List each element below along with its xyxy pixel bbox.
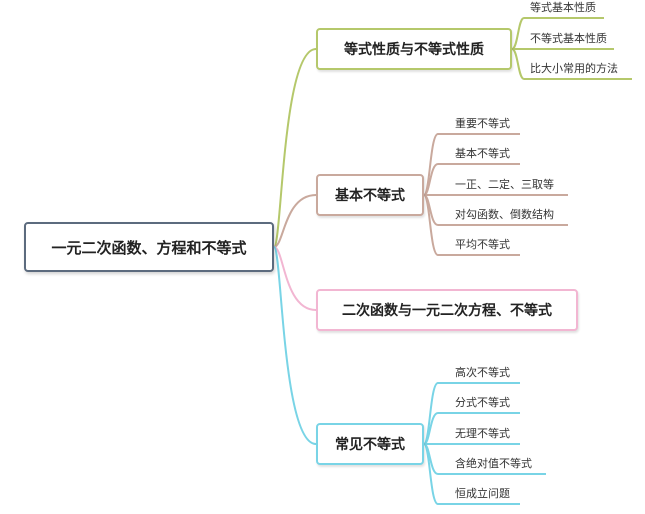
- leaf-node[interactable]: 重要不等式: [455, 117, 510, 130]
- leaf-node[interactable]: 一正、二定、三取等: [455, 178, 554, 191]
- connector-branch-1: [273, 48, 317, 248]
- leaf-node[interactable]: 恒成立问题: [455, 487, 510, 500]
- branch-node-4[interactable]: 常见不等式: [316, 423, 424, 465]
- leaf-node[interactable]: 不等式基本性质: [530, 32, 607, 45]
- connector-branch-2: [273, 194, 317, 248]
- leaf-node[interactable]: 无理不等式: [455, 427, 510, 440]
- branch-node-1[interactable]: 等式性质与不等式性质: [316, 28, 512, 70]
- leaf-node[interactable]: 等式基本性质: [530, 1, 596, 14]
- branch-1-leaf-lines: [511, 17, 632, 80]
- leaf-node[interactable]: 比大小常用的方法: [530, 62, 618, 75]
- connector-branch-3: [273, 246, 317, 311]
- leaf-node[interactable]: 对勾函数、倒数结构: [455, 208, 554, 221]
- branch-node-2[interactable]: 基本不等式: [316, 174, 424, 216]
- branch-2-leaf-lines: [423, 133, 568, 256]
- connector-branch-4: [273, 246, 317, 445]
- leaf-node[interactable]: 高次不等式: [455, 366, 510, 379]
- branch-node-3[interactable]: 二次函数与一元二次方程、不等式: [316, 289, 578, 331]
- leaf-node[interactable]: 基本不等式: [455, 147, 510, 160]
- leaf-node[interactable]: 分式不等式: [455, 396, 510, 409]
- leaf-node[interactable]: 平均不等式: [455, 238, 510, 251]
- root-node[interactable]: 一元二次函数、方程和不等式: [24, 222, 274, 272]
- leaf-node[interactable]: 含绝对值不等式: [455, 457, 532, 470]
- branch-4-leaf-lines: [423, 382, 546, 505]
